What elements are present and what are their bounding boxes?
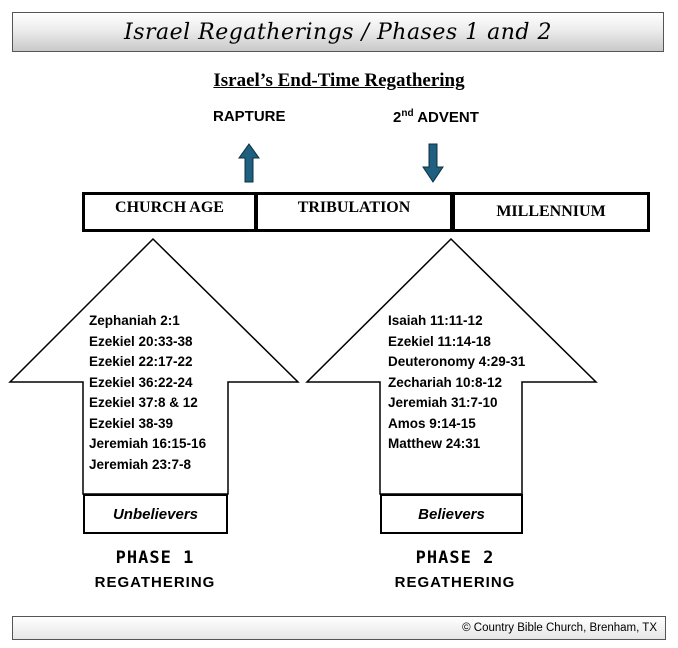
second-advent-number: 2 — [393, 109, 402, 126]
list-item: Deuteronomy 4:29-31 — [388, 354, 526, 369]
tribulation-label: TRIBULATION — [297, 199, 411, 216]
phase2-subtitle: REGATHERING — [394, 574, 516, 591]
list-item: Isaiah 11:11-12 — [388, 313, 483, 328]
phase1-heading: PHASE 1 REGATHERING — [55, 548, 255, 591]
list-item: Ezekiel 20:33-38 — [89, 333, 193, 349]
phase1-group-label: Unbelievers — [112, 505, 199, 523]
second-advent-label: 2nd ADVENT — [393, 108, 479, 126]
phase2-group-box: Believers — [380, 494, 523, 534]
phase2-title: PHASE 2 — [415, 548, 495, 568]
up-arrow-icon — [238, 143, 260, 183]
copyright-footer: © Country Bible Church, Brenham, TX — [12, 616, 666, 640]
phase2-group-label: Believers — [418, 505, 485, 523]
banner-title: Israel Regatherings / Phases 1 and 2 — [124, 19, 552, 45]
title-banner: Israel Regatherings / Phases 1 and 2 — [12, 12, 664, 52]
copyright-text: © Country Bible Church, Brenham, TX — [462, 622, 657, 634]
phase1-group-box: Unbelievers — [83, 494, 228, 534]
list-item: Jeremiah 23:7-8 — [89, 456, 192, 472]
list-item: Ezekiel 22:17-22 — [89, 354, 193, 369]
list-item: Ezekiel 11:14-18 — [388, 333, 491, 349]
list-item: Jeremiah 16:15-16 — [89, 436, 207, 451]
second-advent-word: ADVENT — [417, 109, 479, 126]
church-age-label: CHURCH AGE — [115, 199, 224, 216]
list-item: Zephaniah 2:1 — [89, 313, 180, 328]
timeline-millennium: MILLENNIUM — [452, 192, 650, 232]
list-item: Ezekiel 37:8 & 12 — [89, 395, 198, 410]
phase2-reference-list: Isaiah 11:11-12 Ezekiel 11:14-18 Deutero… — [388, 311, 525, 455]
phase1-subtitle: REGATHERING — [94, 574, 216, 591]
millennium-label: MILLENNIUM — [496, 203, 606, 220]
timeline-church-age: CHURCH AGE — [82, 192, 257, 232]
down-arrow-icon — [422, 143, 444, 183]
phase2-heading: PHASE 2 REGATHERING — [355, 548, 555, 591]
timeline-tribulation: TRIBULATION — [255, 192, 453, 232]
diagram-subtitle: Israel’s End-Time Regathering — [213, 70, 465, 91]
list-item: Matthew 24:31 — [388, 436, 481, 451]
list-item: Zechariah 10:8-12 — [388, 374, 503, 390]
second-advent-suffix: nd — [401, 108, 414, 119]
phase1-title: PHASE 1 — [115, 548, 195, 568]
list-item: Ezekiel 36:22-24 — [89, 374, 193, 390]
phase1-reference-list: Zephaniah 2:1 Ezekiel 20:33-38 Ezekiel 2… — [89, 311, 206, 475]
list-item: Ezekiel 38-39 — [89, 415, 174, 431]
list-item: Amos 9:14-15 — [388, 415, 476, 431]
rapture-label: RAPTURE — [213, 108, 286, 125]
list-item: Jeremiah 31:7-10 — [388, 395, 498, 410]
